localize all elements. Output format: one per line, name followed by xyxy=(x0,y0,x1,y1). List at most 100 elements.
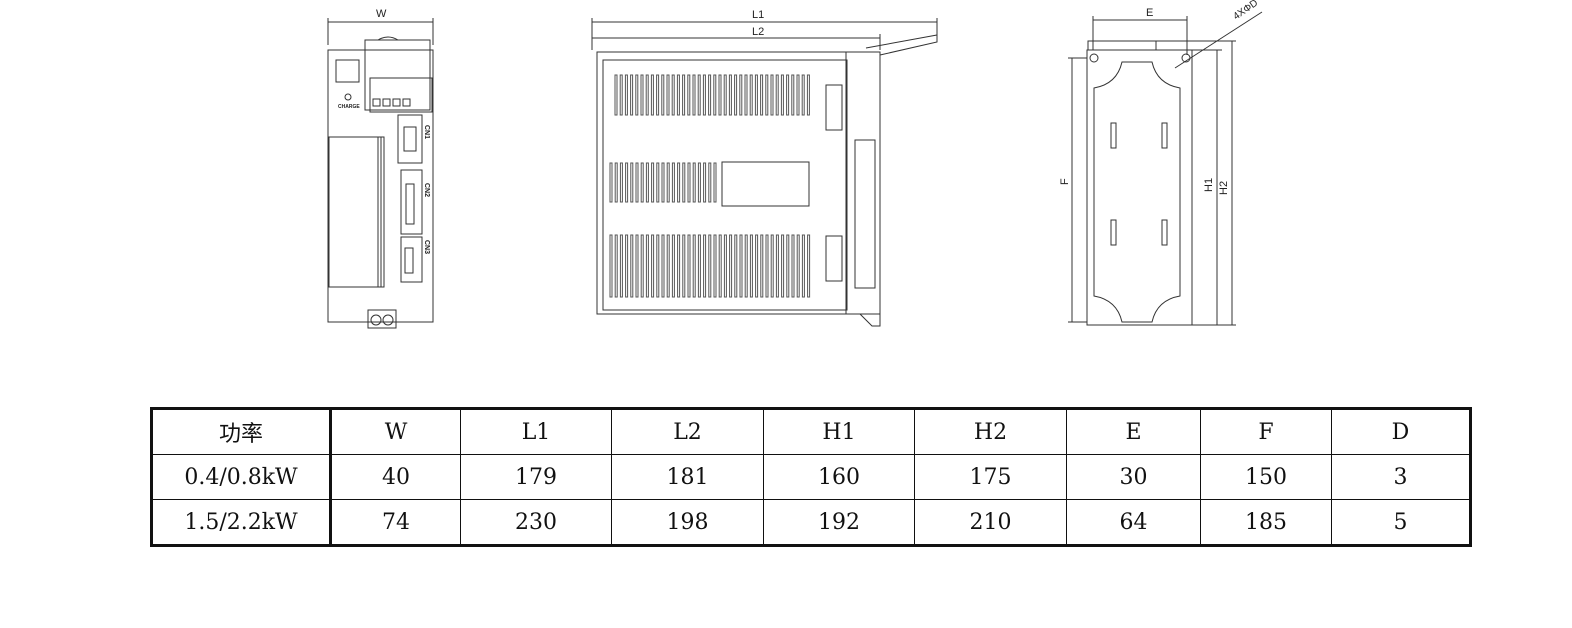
dim-l2-label: L2 xyxy=(752,26,764,38)
vent-slot xyxy=(801,74,805,116)
vent-slot xyxy=(661,234,665,298)
vent-slot xyxy=(640,162,644,203)
cn3-label: CN3 xyxy=(423,240,430,254)
vent-slot xyxy=(697,74,701,116)
vent-slot xyxy=(650,74,654,116)
vent-slot xyxy=(739,234,743,298)
vent-slot xyxy=(651,234,655,298)
vent-slot xyxy=(791,74,795,116)
vent-slot xyxy=(677,234,681,298)
vent-slot xyxy=(708,74,712,116)
dim-h1-label: H1 xyxy=(1203,178,1215,192)
vent-slot xyxy=(770,74,774,116)
vent-slot xyxy=(718,74,722,116)
vent-slot xyxy=(703,234,707,298)
cell-e: 30 xyxy=(1066,454,1201,500)
vent-slot xyxy=(770,234,774,298)
cell-w: 40 xyxy=(330,454,461,500)
dimension-table: 功率 W L1 L2 H1 H2 E F D 0.4/0.8kW 40 179 … xyxy=(150,407,1472,547)
vent-slot xyxy=(666,234,670,298)
vent-slot xyxy=(703,162,707,203)
vent-slot xyxy=(702,74,706,116)
vent-slot xyxy=(682,162,686,203)
table-header-row: 功率 W L1 L2 H1 H2 E F D xyxy=(151,408,1471,455)
hole-label: 4XΦD xyxy=(1231,0,1260,22)
vent-slot xyxy=(645,162,649,203)
cn1-label: CN1 xyxy=(423,125,430,139)
vent-slot xyxy=(760,234,764,298)
table-row: 0.4/0.8kW 40 179 181 160 175 30 150 3 xyxy=(151,454,1471,500)
vent-slot xyxy=(619,162,623,203)
vent-slot xyxy=(723,74,727,116)
vent-slot xyxy=(651,162,655,203)
vent-slot xyxy=(729,234,733,298)
cell-h2: 175 xyxy=(914,454,1067,500)
vent-slot xyxy=(791,234,795,298)
vent-slot xyxy=(630,234,634,298)
vent-slot xyxy=(666,162,670,203)
cell-f: 185 xyxy=(1200,499,1332,546)
header-h1: H1 xyxy=(763,408,915,455)
vent-slot xyxy=(744,234,748,298)
vent-slot xyxy=(645,234,649,298)
vent-slot xyxy=(734,234,738,298)
vent-slot xyxy=(734,74,738,116)
cell-h1: 160 xyxy=(763,454,915,500)
vent-slot xyxy=(635,234,639,298)
vent-slot xyxy=(739,74,743,116)
vent-slot xyxy=(635,74,639,116)
cell-f: 150 xyxy=(1200,454,1332,500)
vent-slot xyxy=(749,74,753,116)
vent-slot xyxy=(796,74,800,116)
table-row: 1.5/2.2kW 74 230 198 192 210 64 185 5 xyxy=(151,499,1471,546)
cell-power: 0.4/0.8kW xyxy=(151,454,332,500)
dim-h2-label: H2 xyxy=(1218,181,1230,195)
vent-slot xyxy=(780,74,784,116)
vent-slot xyxy=(697,162,701,203)
cell-w: 74 xyxy=(330,499,461,546)
vent-slot xyxy=(671,162,675,203)
vent-slot xyxy=(718,234,722,298)
vent-slot xyxy=(708,234,712,298)
vent-slot xyxy=(671,234,675,298)
vent-slot xyxy=(661,162,665,203)
cell-d: 5 xyxy=(1331,499,1471,546)
vent-slot xyxy=(687,234,691,298)
vent-slot xyxy=(692,162,696,203)
vent-slot xyxy=(754,74,758,116)
vent-slot xyxy=(624,74,628,116)
vent-slot xyxy=(692,234,696,298)
vent-slot xyxy=(656,74,660,116)
cell-power: 1.5/2.2kW xyxy=(151,499,332,546)
vent-slot xyxy=(630,74,634,116)
header-l1: L1 xyxy=(460,408,612,455)
vent-slot xyxy=(765,234,769,298)
dim-e-label: E xyxy=(1146,7,1153,19)
vent-slot xyxy=(619,74,623,116)
vent-slot xyxy=(687,162,691,203)
vent-slot xyxy=(755,234,759,298)
vent-slot xyxy=(687,74,691,116)
vent-slot xyxy=(760,74,764,116)
vent-slot xyxy=(640,234,644,298)
vent-slot xyxy=(625,234,629,298)
vent-slot xyxy=(614,162,618,203)
dim-f-label: F xyxy=(1059,178,1071,185)
dimension-drawing: W CHARGE CN1 CN2 CN3 L1 L2 xyxy=(327,0,1263,329)
back-view: E 4XΦD F H1 H2 xyxy=(1059,0,1263,326)
cell-d: 3 xyxy=(1331,454,1471,500)
vent-slot xyxy=(796,234,800,298)
vent-slot xyxy=(765,74,769,116)
vent-slot xyxy=(630,162,634,203)
vent-slot xyxy=(786,234,790,298)
header-e: E xyxy=(1066,408,1201,455)
vent-slot xyxy=(807,234,811,298)
vent-slot xyxy=(723,234,727,298)
vent-slot xyxy=(801,234,805,298)
cell-h1: 192 xyxy=(763,499,915,546)
header-h2: H2 xyxy=(914,408,1067,455)
front-view: W CHARGE CN1 CN2 CN3 xyxy=(327,8,434,329)
cell-e: 64 xyxy=(1066,499,1201,546)
vent-slot xyxy=(671,74,675,116)
vent-slot xyxy=(656,162,660,203)
